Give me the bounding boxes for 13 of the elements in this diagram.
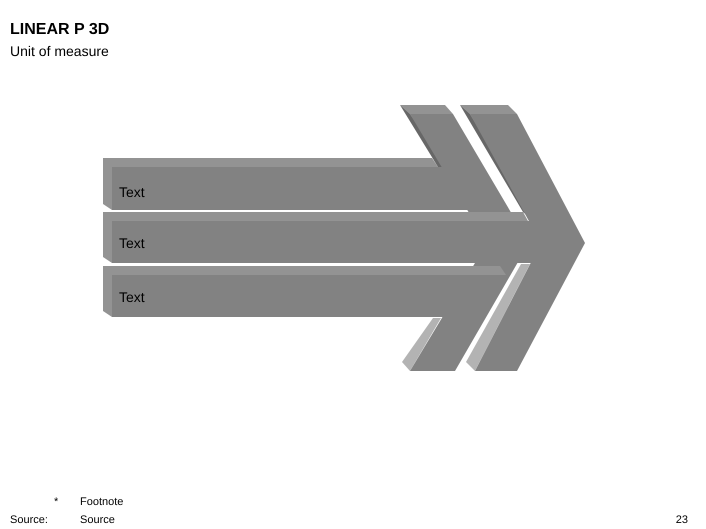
arrow-band: [103, 266, 470, 317]
source-label: Source:: [10, 514, 48, 527]
subtitle-text: Unit of measure: [10, 43, 109, 60]
band-label: Text: [119, 235, 145, 251]
band-label: Text: [119, 184, 145, 200]
source-text: Source: [80, 514, 115, 527]
footnote-marker: *: [54, 496, 58, 509]
page-number: 23: [676, 514, 688, 527]
diagram-title: LINEAR P 3D: [10, 21, 110, 40]
arrow-band: [103, 158, 440, 210]
footnote-text: Footnote: [80, 496, 124, 509]
band-label: Text: [119, 289, 145, 305]
arrow-band: [103, 212, 528, 263]
